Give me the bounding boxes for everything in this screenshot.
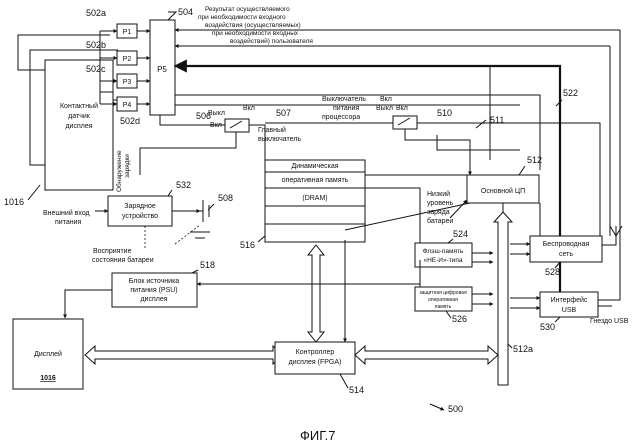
sdram-line2: оперативная (428, 297, 458, 303)
wireless-ref: 528 (545, 267, 560, 277)
result-note: Результат осуществляемого при необходимо… (198, 6, 313, 45)
cpu-switch-line2: питания (333, 105, 359, 112)
main-bus-512a (494, 212, 512, 385)
sdram-line1: защитная цифровая (419, 290, 467, 296)
cpu-switch-line1: Выключатель (322, 96, 366, 103)
p-blocks: P1 P2 P3 P4 (117, 24, 137, 111)
touch-sensor-line2: датчик (68, 113, 91, 120)
display-ref: 1016 (40, 375, 56, 382)
usb-jack-label: Гнездо USB (590, 318, 629, 325)
result-line3: воздействия (осуществляемых) (205, 21, 301, 29)
psu-line3: дисплея (140, 296, 167, 303)
p4-label: P4 (123, 102, 132, 109)
touch-sensor-ref: 1016 (4, 197, 24, 207)
fpga-cpu-bus (355, 346, 498, 364)
p3-label: P3 (123, 79, 132, 86)
charger-ref: 532 (176, 180, 191, 190)
fpga-block: Контроллер дисплея (FPGA) (275, 342, 355, 374)
charge-detect-line1: Обнаружение (115, 150, 123, 192)
ref-507: 507 (276, 108, 291, 118)
flash-line2: «НЕ-И»-типа (423, 257, 462, 264)
flash-line1: Флэш-память (423, 248, 464, 255)
p2-label: P2 (123, 56, 132, 63)
cpu-switch-off: Выкл (376, 105, 393, 112)
ref-504: 504 (178, 7, 193, 17)
touch-sensor-line3: дисплея (65, 123, 92, 130)
dram-line2: оперативная память (282, 177, 349, 184)
figure-caption: ФИГ.7 (300, 428, 336, 443)
p5-block: P5 (150, 20, 175, 115)
sdram-line3: память (435, 304, 452, 310)
main-switch-line1: Главный (258, 126, 286, 134)
dram-line3: (DRAM) (302, 195, 327, 202)
ref-512a: 512a (513, 344, 533, 354)
wireless-line2: сеть (559, 251, 573, 258)
usb-ref: 530 (540, 322, 555, 332)
flash-block: Флэш-память «НЕ-И»-типа (415, 243, 472, 267)
result-line1: Результат осуществляемого (205, 6, 290, 13)
main-switch-on2: Вкл (243, 105, 255, 112)
cpu-ref: 512 (527, 155, 542, 165)
touch-sensor-line1: Контактный (60, 102, 98, 110)
dram-block: Динамическая оперативная память (DRAM) (265, 160, 365, 242)
dram-ref: 516 (240, 240, 255, 250)
dram-line1: Динамическая (291, 163, 338, 170)
charge-detect-line2: зарядки (124, 154, 131, 178)
low-battery-line4: батареи (427, 217, 453, 225)
usb-line1: Интерфейс (551, 296, 588, 304)
wireless-line1: Беспроводная (543, 241, 590, 248)
fpga-ref: 514 (349, 385, 364, 395)
p5-label: P5 (157, 65, 167, 74)
ref-502c: 502c (86, 64, 106, 74)
usb-line2: USB (562, 307, 577, 314)
dram-fpga-bus (308, 245, 324, 342)
ref-508: 508 (218, 193, 233, 203)
result-line2: при необходимости входного (198, 13, 286, 21)
ref-506: 506 (196, 111, 211, 121)
sdram-ref: 526 (452, 314, 467, 324)
ref-502a: 502a (86, 8, 106, 18)
main-switch-line2: выключатель (258, 136, 301, 143)
cpu-switch-line3: процессора (322, 114, 360, 121)
battery-icon (196, 200, 209, 222)
wireless-block: Беспроводная сеть (530, 236, 602, 262)
psu-block: Блок источника питания (PSU) дисплея (112, 273, 197, 307)
psu-line1: Блок источника (129, 278, 179, 285)
usb-block: Интерфейс USB (540, 292, 598, 317)
touch-sensor-block: Контактный датчик дисплея (45, 60, 113, 190)
low-battery-line1: Низкий (427, 190, 450, 198)
secure-ram-block: защитная цифровая оперативная память (415, 287, 472, 311)
charger-block: Зарядное устройство (108, 196, 172, 226)
flash-ref: 524 (453, 229, 468, 239)
ref-522: 522 (563, 88, 578, 98)
low-battery-line2: уровень (427, 200, 454, 207)
system-ref: 500 (448, 404, 463, 414)
psu-line2: питания (PSU) (130, 287, 177, 294)
psu-ref: 518 (200, 260, 215, 270)
cpu-switch-on2: Вкл (396, 105, 408, 112)
external-line2: питания (55, 219, 81, 226)
charge-detect-label: Обнаружение зарядки (115, 150, 131, 192)
ref-502d: 502d (120, 116, 140, 126)
charger-line1: Зарядное (124, 203, 156, 210)
display-block: Дисплей 1016 (13, 319, 83, 389)
external-line1: Внешний вход (43, 209, 90, 217)
ref-502b: 502b (86, 40, 106, 50)
battery-line1: Восприятие (93, 248, 132, 255)
battery-line2: состояния батареи (92, 256, 154, 264)
display-label: Дисплей (34, 350, 62, 358)
cpu-switch-on: Вкл (380, 96, 392, 103)
display-fpga-bus (85, 346, 275, 364)
fpga-line2: дисплея (FPGA) (289, 359, 342, 366)
cpu-block: Основной ЦП (467, 175, 539, 203)
fpga-line1: Контроллер (296, 349, 335, 356)
cpu-switch: Выключатель питания процессора Вкл Выкл … (322, 96, 417, 129)
antenna-icon (602, 226, 622, 245)
p1-label: P1 (123, 29, 132, 36)
ref-510: 510 (437, 108, 452, 118)
result-line5: воздействий) пользователя (230, 37, 313, 45)
charger-line2: устройство (122, 212, 158, 220)
cpu-label: Основной ЦП (481, 187, 525, 195)
